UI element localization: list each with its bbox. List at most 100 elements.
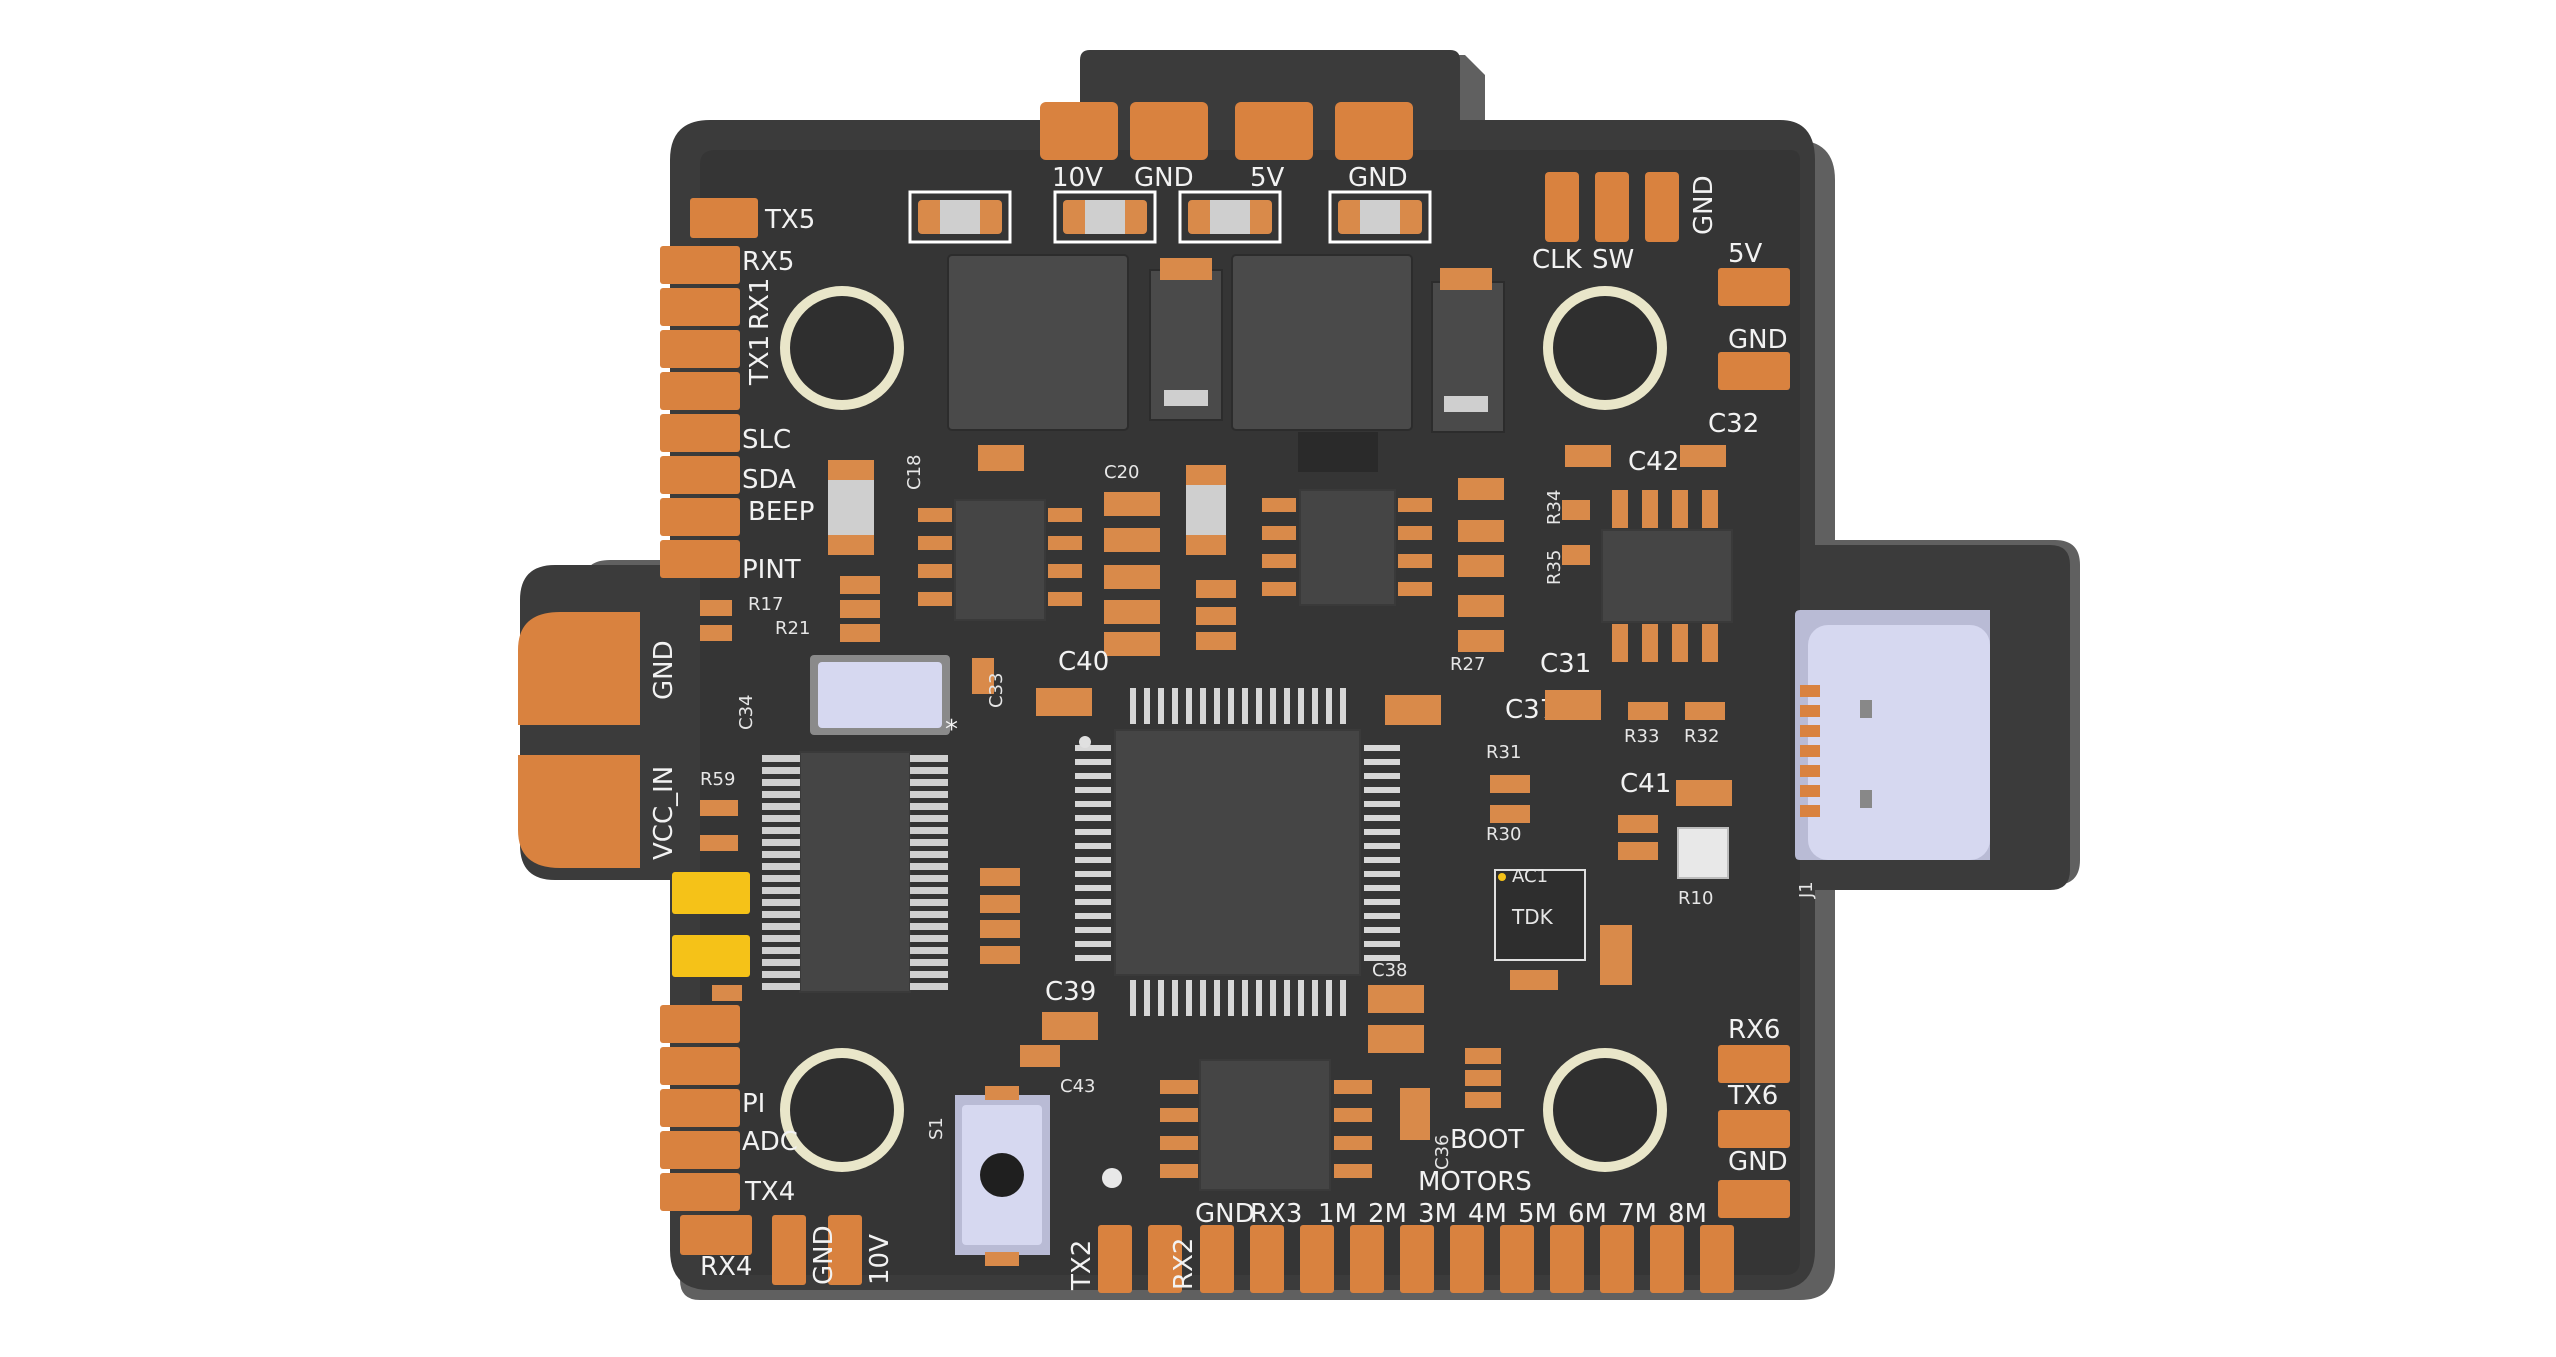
label-c38: C38 (1372, 960, 1407, 981)
label-adc: ADC (742, 1127, 798, 1157)
ic-pin (1160, 1136, 1198, 1150)
ic-pin (1612, 624, 1628, 662)
label-gnd-left: GND (649, 640, 679, 700)
right-small-parts (1385, 445, 1732, 990)
label-rx1: RX1 (745, 278, 775, 330)
ic-pin (1340, 980, 1346, 1016)
label-tx6: TX6 (1727, 1081, 1778, 1111)
ic-pin (1312, 688, 1318, 724)
label-c41: C41 (1620, 769, 1671, 799)
ic-pin (918, 592, 952, 606)
ic-pin (1364, 787, 1400, 793)
ic-pin (762, 935, 800, 942)
label-pi: PI (742, 1089, 765, 1119)
mcu-pins (1075, 688, 1400, 1016)
ic-pin (1398, 582, 1432, 596)
ic-pin (1298, 688, 1304, 724)
ic-pin (910, 971, 948, 978)
label-r31: R31 (1486, 742, 1521, 763)
led-yellow-1 (672, 872, 750, 914)
ic-pin (1075, 871, 1111, 877)
ic-pin (1364, 899, 1400, 905)
pad-gnd-top-1[interactable] (1130, 102, 1208, 160)
label-c18: C18 (904, 455, 925, 490)
ic-pin (1172, 980, 1178, 1016)
ic-pin (1075, 927, 1111, 933)
ic-pin (1334, 1136, 1372, 1150)
ic-pin (910, 935, 948, 942)
ic-pin (910, 755, 948, 762)
label-gnd-top-2: GND (1348, 163, 1408, 193)
ic-pin (910, 779, 948, 786)
label-5m: 5M (1518, 1199, 1557, 1229)
pad-vcc-big[interactable] (518, 755, 640, 868)
pad-10v[interactable] (1040, 102, 1118, 160)
ic-pin (910, 767, 948, 774)
ic-pin (1284, 980, 1290, 1016)
ic-u-top-center-pins (1262, 498, 1432, 596)
label-rx5: RX5 (742, 247, 794, 277)
ic-pin (1048, 536, 1082, 550)
label-tx4: TX4 (744, 1177, 795, 1207)
ic-pin (1214, 980, 1220, 1016)
ic-pin (1642, 624, 1658, 662)
ic-pin (1364, 941, 1400, 947)
led-white (1677, 827, 1729, 879)
ic-pin (762, 911, 800, 918)
ic-pin (1186, 688, 1192, 724)
boot-button-plunger[interactable] (980, 1153, 1024, 1197)
ic-pin (1364, 913, 1400, 919)
ic-pin (1334, 1108, 1372, 1122)
ic-pin (1672, 624, 1688, 662)
ic-pin (910, 899, 948, 906)
ic-pin (762, 983, 800, 990)
ic-pin (1200, 980, 1206, 1016)
ic-pin (1364, 857, 1400, 863)
label-8m: 8M (1668, 1199, 1707, 1229)
ic-pin (1160, 1164, 1198, 1178)
pad-5v[interactable] (1235, 102, 1313, 160)
ic-pin (1364, 801, 1400, 807)
pad-gnd-top-2[interactable] (1335, 102, 1413, 160)
ic-pin (762, 767, 800, 774)
label-r27: R27 (1450, 654, 1485, 675)
ic-pin (1242, 688, 1248, 724)
ic-pin (762, 779, 800, 786)
ic-pin (1075, 773, 1111, 779)
ic-pin (1075, 801, 1111, 807)
ic-pin (1228, 980, 1234, 1016)
ic-pin (1158, 980, 1164, 1016)
bottom-pads (1098, 1225, 1734, 1293)
ic-left (799, 751, 911, 993)
label-6m: 6M (1568, 1199, 1607, 1229)
ic-pin (1186, 980, 1192, 1016)
ic-pin (1270, 980, 1276, 1016)
label-rx6: RX6 (1728, 1015, 1780, 1045)
label-tx1: TX1 (745, 335, 775, 386)
left-small-parts (700, 460, 880, 851)
label-tx5: TX5 (764, 205, 815, 235)
label-r35: R35 (1544, 550, 1565, 585)
ic-pin (1262, 526, 1296, 540)
ic-pin (1298, 980, 1304, 1016)
ic-pin (1284, 688, 1290, 724)
right-pads (1718, 268, 1790, 1218)
label-gnd-right-bottom: GND (1728, 1147, 1788, 1177)
label-c39: C39 (1045, 977, 1096, 1007)
ic-u-top-left (954, 499, 1046, 621)
imu-chip (1494, 869, 1586, 961)
ic-pin (762, 899, 800, 906)
label-r32: R32 (1684, 726, 1719, 747)
label-tx2: TX2 (1067, 1240, 1097, 1291)
ic-pin (762, 971, 800, 978)
label-c40: C40 (1058, 647, 1109, 677)
ic-pin (910, 863, 948, 870)
usb-c-pins (1800, 685, 1820, 817)
label-r34: R34 (1544, 490, 1565, 525)
label-motors: MOTORS (1418, 1167, 1532, 1197)
ic-pin (1364, 745, 1400, 751)
label-r17: R17 (748, 594, 783, 615)
label-4m: 4M (1468, 1199, 1507, 1229)
usb-c-connector[interactable] (1808, 625, 1990, 860)
pad-gnd-big[interactable] (518, 612, 640, 725)
